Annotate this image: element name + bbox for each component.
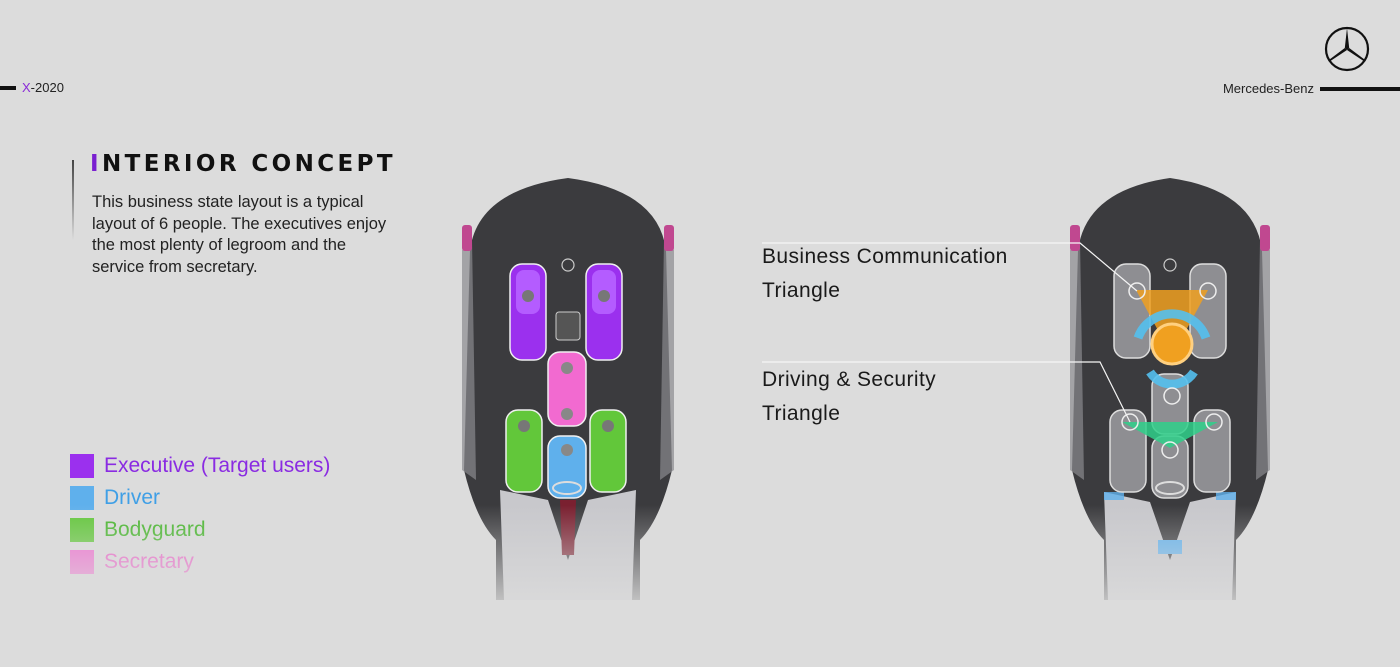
seat-bodyguard-right bbox=[589, 409, 627, 493]
header-bar-right bbox=[1320, 87, 1400, 91]
callout-line1: Business Communication bbox=[762, 245, 1008, 268]
header-bar-left bbox=[0, 86, 16, 90]
seat-secretary bbox=[547, 351, 587, 427]
seat-executive-left bbox=[509, 263, 547, 361]
project-code-prefix: X bbox=[22, 80, 31, 95]
mercedes-star-icon bbox=[1324, 26, 1370, 72]
callout-driving-security: Driving & Security Triangle bbox=[762, 363, 936, 431]
callout-business-communication: Business Communication Triangle bbox=[762, 240, 1008, 308]
callout-line1: Driving & Security bbox=[762, 368, 937, 391]
seat-bodyguard-left bbox=[505, 409, 543, 493]
callout-line2: Triangle bbox=[762, 279, 841, 302]
seat-driver bbox=[547, 435, 587, 499]
callout-line2: Triangle bbox=[762, 402, 841, 425]
brand-name: Mercedes-Benz bbox=[1222, 81, 1314, 96]
project-code-rest: -2020 bbox=[30, 80, 64, 95]
project-code: X-2020 bbox=[22, 80, 64, 95]
seat-executive-right bbox=[585, 263, 623, 361]
